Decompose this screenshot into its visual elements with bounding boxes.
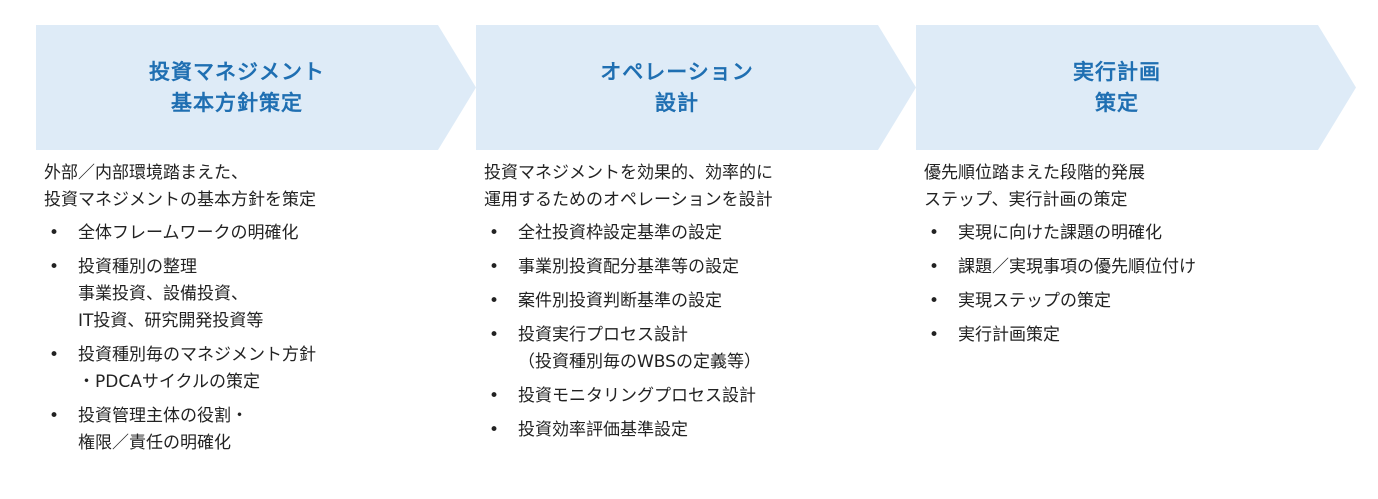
- bullet-list: • 実現に向けた課題の明確化 • 課題／実現事項の優先順位付け • 実現ステップ…: [924, 220, 1349, 349]
- bullet-text: ・PDCAサイクルの策定: [78, 372, 260, 392]
- step-title: オペレーション 設計: [476, 25, 878, 150]
- intro-line: 投資マネジメントの基本方針を策定: [44, 190, 316, 210]
- step-title-line: 策定: [1095, 90, 1139, 115]
- bullet-marker: •: [929, 291, 940, 311]
- bullet-item: • 全体フレームワークの明確化: [44, 220, 469, 247]
- chevron-arrow: 実行計画 策定: [916, 25, 1356, 150]
- intro-line: 運用するためのオペレーションを設計: [484, 190, 773, 210]
- step-content: 投資マネジメントを効果的、効率的に 運用するためのオペレーションを設計 • 全社…: [484, 160, 909, 451]
- chevron-shape: [36, 25, 476, 150]
- bullet-marker: •: [489, 257, 500, 277]
- bullet-text: 実現ステップの策定: [958, 291, 1111, 311]
- bullet-item: • 実現に向けた課題の明確化: [924, 220, 1349, 247]
- bullet-list: • 全体フレームワークの明確化 • 投資種別の整理 事業投資、設備投資、 IT投…: [44, 220, 469, 457]
- bullet-text: 事業投資、設備投資、: [78, 284, 248, 304]
- step-title-line: オペレーション: [600, 59, 754, 84]
- chevron-arrow: オペレーション 設計: [476, 25, 916, 150]
- bullet-text: 実現に向けた課題の明確化: [958, 223, 1162, 243]
- bullet-item: • 実現ステップの策定: [924, 288, 1349, 315]
- intro-line: ステップ、実行計画の策定: [924, 190, 1128, 210]
- bullet-text: 全社投資枠設定基準の設定: [518, 223, 722, 243]
- step-title-line: 実行計画: [1073, 59, 1161, 84]
- chevron-shape: [916, 25, 1356, 150]
- bullet-text: 案件別投資判断基準の設定: [518, 291, 722, 311]
- chevron-shape: [476, 25, 916, 150]
- step-content: 外部／内部環境踏まえた、 投資マネジメントの基本方針を策定 • 全体フレームワー…: [44, 160, 469, 464]
- bullet-text: 投資種別の整理: [78, 257, 197, 277]
- bullet-marker: •: [489, 386, 500, 406]
- bullet-text: 事業別投資配分基準等の設定: [518, 257, 739, 277]
- bullet-marker: •: [489, 420, 500, 440]
- step-title: 実行計画 策定: [916, 25, 1318, 150]
- step-basic-policy: 投資マネジメント 基本方針策定 外部／内部環境踏まえた、 投資マネジメントの基本…: [36, 0, 476, 499]
- step-execution-plan: 実行計画 策定 優先順位踏まえた段階的発展 ステップ、実行計画の策定 • 実現に…: [916, 0, 1356, 499]
- step-intro: 優先順位踏まえた段階的発展 ステップ、実行計画の策定: [924, 160, 1349, 214]
- bullet-item: • 投資実行プロセス設計 （投資種別毎のWBSの定義等）: [484, 322, 909, 376]
- bullet-marker: •: [489, 223, 500, 243]
- step-intro: 外部／内部環境踏まえた、 投資マネジメントの基本方針を策定: [44, 160, 469, 214]
- bullet-marker: •: [49, 345, 60, 365]
- intro-line: 投資マネジメントを効果的、効率的に: [484, 163, 773, 183]
- bullet-text: （投資種別毎のWBSの定義等）: [518, 352, 761, 372]
- bullet-item: • 投資種別の整理 事業投資、設備投資、 IT投資、研究開発投資等: [44, 254, 469, 335]
- bullet-marker: •: [929, 257, 940, 277]
- intro-line: 優先順位踏まえた段階的発展: [924, 163, 1145, 183]
- bullet-text: 課題／実現事項の優先順位付け: [958, 257, 1196, 277]
- chevron-arrow: 投資マネジメント 基本方針策定: [36, 25, 476, 150]
- bullet-text: IT投資、研究開発投資等: [78, 311, 264, 331]
- bullet-item: • 課題／実現事項の優先順位付け: [924, 254, 1349, 281]
- step-title-line: 設計: [655, 90, 699, 115]
- bullet-item: • 全社投資枠設定基準の設定: [484, 220, 909, 247]
- bullet-item: • 事業別投資配分基準等の設定: [484, 254, 909, 281]
- bullet-list: • 全社投資枠設定基準の設定 • 事業別投資配分基準等の設定 • 案件別投資判断…: [484, 220, 909, 444]
- intro-line: 外部／内部環境踏まえた、: [44, 163, 248, 183]
- bullet-marker: •: [929, 325, 940, 345]
- bullet-item: • 投資管理主体の役割・ 権限／責任の明確化: [44, 403, 469, 457]
- step-title-line: 基本方針策定: [171, 90, 303, 115]
- bullet-marker: •: [49, 406, 60, 426]
- step-title: 投資マネジメント 基本方針策定: [36, 25, 438, 150]
- bullet-item: • 投資種別毎のマネジメント方針 ・PDCAサイクルの策定: [44, 342, 469, 396]
- bullet-text: 投資管理主体の役割・: [78, 406, 248, 426]
- bullet-text: 実行計画策定: [958, 325, 1060, 345]
- bullet-text: 投資効率評価基準設定: [518, 420, 688, 440]
- bullet-marker: •: [489, 325, 500, 345]
- bullet-item: • 案件別投資判断基準の設定: [484, 288, 909, 315]
- bullet-marker: •: [489, 291, 500, 311]
- bullet-item: • 投資効率評価基準設定: [484, 417, 909, 444]
- bullet-marker: •: [929, 223, 940, 243]
- bullet-marker: •: [49, 257, 60, 277]
- bullet-item: • 実行計画策定: [924, 322, 1349, 349]
- bullet-marker: •: [49, 223, 60, 243]
- step-intro: 投資マネジメントを効果的、効率的に 運用するためのオペレーションを設計: [484, 160, 909, 214]
- bullet-text: 投資種別毎のマネジメント方針: [78, 345, 316, 365]
- bullet-text: 投資実行プロセス設計: [518, 325, 688, 345]
- step-content: 優先順位踏まえた段階的発展 ステップ、実行計画の策定 • 実現に向けた課題の明確…: [924, 160, 1349, 356]
- step-operation-design: オペレーション 設計 投資マネジメントを効果的、効率的に 運用するためのオペレー…: [476, 0, 916, 499]
- step-title-line: 投資マネジメント: [149, 59, 325, 84]
- bullet-text: 全体フレームワークの明確化: [78, 223, 299, 243]
- bullet-text: 権限／責任の明確化: [78, 433, 231, 453]
- bullet-item: • 投資モニタリングプロセス設計: [484, 383, 909, 410]
- bullet-text: 投資モニタリングプロセス設計: [518, 386, 756, 406]
